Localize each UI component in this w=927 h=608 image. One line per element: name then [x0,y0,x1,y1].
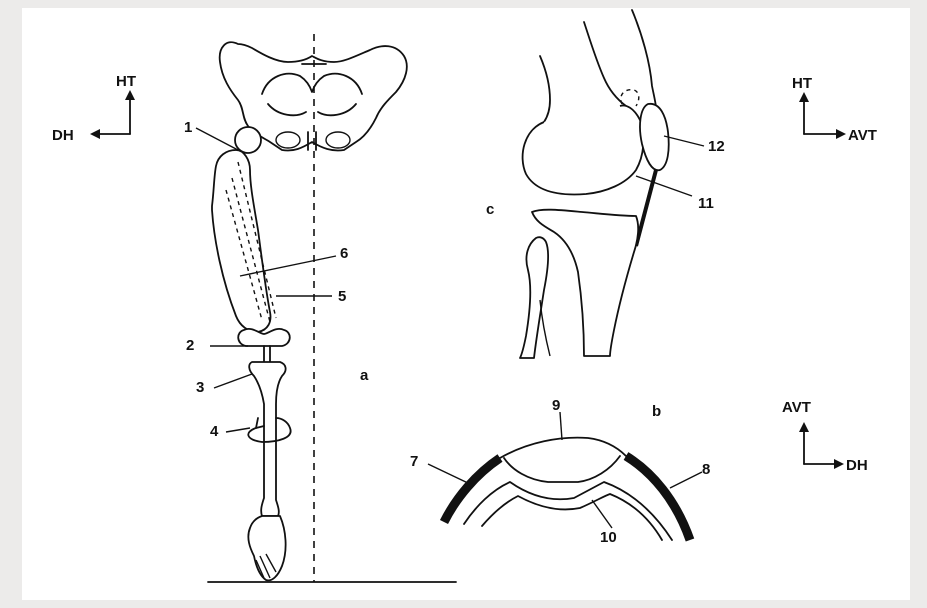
label-9: 9 [552,397,560,414]
leader-10 [592,500,612,528]
c-femoral-condyle [523,106,644,195]
axis-b-side-arrowhead [834,459,844,469]
b-outer-thin [500,438,626,458]
label-11: 11 [698,195,714,212]
axis-a-side-arrowhead [90,129,100,139]
b-disc [504,456,620,482]
leader-11 [636,176,692,196]
axis-a-up-arrowhead [125,90,135,100]
leader-12 [664,136,704,146]
c-femur-front [632,10,656,108]
leader-8 [670,472,702,488]
axis-c-up-arrowhead [799,92,809,102]
leader-3 [214,374,252,388]
leader-7 [428,464,470,484]
panel-label-a: a [360,367,369,384]
leader-4 [226,428,250,432]
c-tibia [532,210,638,356]
leader-9 [560,412,562,440]
c-fibula [520,237,548,358]
knee-ligament [264,346,270,362]
label-2: 2 [186,337,194,354]
femoral-head [235,127,261,153]
femur [212,150,271,332]
label-8: 8 [702,461,710,478]
axes-c [799,92,846,139]
axis-c-up-label: HT [792,75,812,92]
panel-c-knee [520,10,704,358]
label-5: 5 [338,288,346,305]
b-inner-arc-2 [482,494,662,540]
axes-a [90,90,135,139]
label-7: 7 [410,453,418,470]
b-outer-arc-right [626,456,690,540]
panel-b-section [428,412,702,540]
label-12: 12 [708,138,725,155]
axis-a-up-label: HT [116,73,136,90]
label-3: 3 [196,379,204,396]
axis-a-side-label: DH [52,127,74,144]
label-1: 1 [184,119,192,136]
axis-b-up-arrowhead [799,422,809,432]
c-fibula-inner [540,300,550,356]
axis-b-up-label: AVT [782,399,811,416]
c-patella [640,104,669,170]
leader-1 [196,128,238,150]
axes-b [799,422,844,469]
c-femur-mid [584,22,626,106]
axis-c-side-label: AVT [848,127,877,144]
axis-b-side-label: DH [846,457,868,474]
rotation-arrowhead [256,418,264,428]
panel-label-c: c [486,201,494,218]
axis-c-side-arrowhead [836,129,846,139]
c-femur-back [540,56,550,122]
panel-label-b: b [652,403,661,420]
label-10: 10 [600,529,617,546]
panel-a-skeleton [196,34,456,582]
knee-joint [238,329,290,346]
label-6: 6 [340,245,348,262]
label-4: 4 [210,423,219,440]
